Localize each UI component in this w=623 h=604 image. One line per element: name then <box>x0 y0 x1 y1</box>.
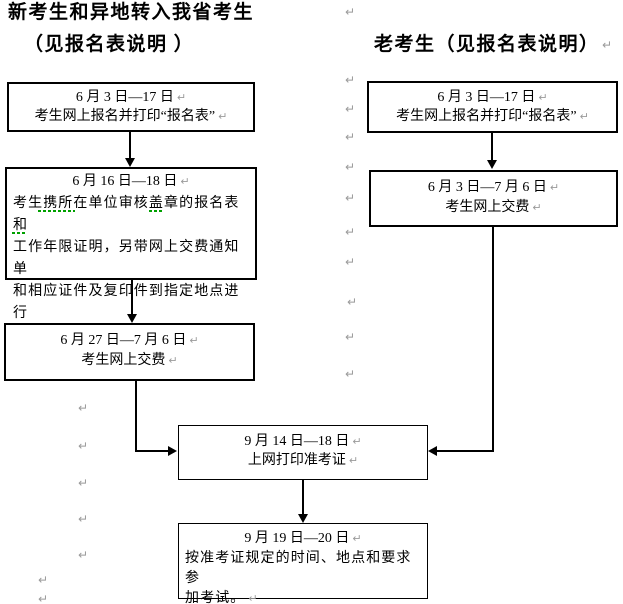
box-date-text: 6 月 16 日—18 日 <box>72 174 178 189</box>
flow-box-old-online-payment: 6 月 3 日—7 月 6 日↵ 考生网上交费↵ <box>369 170 618 227</box>
paragraph-mark: ↵ <box>345 330 356 344</box>
paragraph-mark: ↵ <box>78 512 89 526</box>
connector-left1-to-left2 <box>129 132 131 160</box>
box-date-text: 6 月 3 日—17 日 <box>75 90 174 105</box>
flow-box-new-online-registration: 6 月 3 日—17 日↵ 考生网上报名并打印“报名表”↵ <box>7 82 255 132</box>
paragraph-mark: ↵ <box>345 225 356 239</box>
spellcheck-squiggle <box>12 232 25 234</box>
paragraph-mark: ↵ <box>78 401 89 415</box>
box-date-text: 6 月 3 日—17 日 <box>437 90 536 105</box>
paragraph-mark: ↵ <box>176 91 187 104</box>
box-date-text: 6 月 27 日—7 月 6 日 <box>60 333 187 348</box>
box-body-line: 按准考证规定的时间、地点和要求参 加考试。↵ <box>179 549 427 604</box>
box-date-line: 6 月 3 日—7 月 6 日↵ <box>371 178 616 198</box>
box-date-line: 9 月 19 日—20 日↵ <box>179 529 427 549</box>
paragraph-mark: ↵ <box>218 110 228 123</box>
connector-mid1-to-mid2 <box>302 480 304 515</box>
arrowhead-down-icon <box>298 514 308 523</box>
box-date-text: 9 月 19 日—20 日 <box>244 531 350 546</box>
paragraph-mark: ↵ <box>345 102 356 116</box>
box-date-line: 9 月 14 日—18 日↵ <box>179 432 427 451</box>
paragraph-mark: ↵ <box>345 160 356 174</box>
paragraph-mark: ↵ <box>348 454 359 467</box>
box-date-line: 6 月 3 日—17 日↵ <box>369 88 616 107</box>
paragraph-mark: ↵ <box>38 592 49 604</box>
title-old-candidates-text: 老考生（见报名表说明） <box>374 34 600 55</box>
box-action-line: 考生网上交费↵ <box>6 351 253 371</box>
paragraph-mark: ↵ <box>538 91 548 104</box>
spellcheck-squiggle <box>38 210 75 212</box>
paragraph-mark: ↵ <box>345 73 356 87</box>
box-date-text: 9 月 14 日—18 日 <box>244 434 350 449</box>
paragraph-mark: ↵ <box>180 175 190 188</box>
box-action-line: 考生网上交费↵ <box>371 198 616 218</box>
paragraph-mark: ↵ <box>345 255 356 269</box>
paragraph-mark: ↵ <box>248 592 258 604</box>
flow-box-print-admission-ticket: 9 月 14 日—18 日↵ 上网打印准考证↵ <box>178 425 428 480</box>
connector-right2-to-mid1 <box>437 450 494 452</box>
paragraph-mark: ↵ <box>532 201 542 214</box>
title-old-candidates: 老考生（见报名表说明） <box>374 34 600 56</box>
box-action-line: 上网打印准考证↵ <box>179 451 427 470</box>
paragraph-mark: ↵ <box>168 354 178 367</box>
arrowhead-down-icon <box>127 314 137 323</box>
title-new-candidates-line1: 新考生和异地转入我省考生 <box>8 2 255 23</box>
connector-left3-to-mid1 <box>135 450 168 452</box>
box-action-text: 考生网上交费 <box>445 200 530 215</box>
arrowhead-down-icon <box>125 158 135 167</box>
paragraph-mark: ↵ <box>78 548 89 562</box>
box-date-text: 6 月 3 日—7 月 6 日 <box>427 180 547 195</box>
paragraph-mark: ↵ <box>352 435 362 448</box>
box-action-line: 考生网上报名并打印“报名表”↵ <box>9 107 253 126</box>
paragraph-mark: ↵ <box>345 5 356 19</box>
box-date-line: 6 月 27 日—7 月 6 日↵ <box>6 331 253 351</box>
paragraph-mark: ↵ <box>189 334 199 347</box>
box-body-text: 按准考证规定的时间、地点和要求参 加考试。 <box>185 551 412 604</box>
paragraph-mark: ↵ <box>78 476 89 490</box>
connector-right2-down <box>492 227 494 452</box>
connector-right1-to-right2 <box>491 133 493 161</box>
spellcheck-squiggle <box>149 210 164 212</box>
box-action-text: 考生网上交费 <box>81 353 166 368</box>
title-new-candidates-line2: （见报名表说明 ） <box>24 34 195 55</box>
paragraph-mark: ↵ <box>549 181 560 194</box>
paragraph-mark: ↵ <box>345 130 356 144</box>
paragraph-mark: ↵ <box>347 295 358 309</box>
flow-box-onsite-review: 6 月 16 日—18 日↵ 考生携所在单位审核盖章的报名表和 工作年限证明，另… <box>5 167 257 343</box>
flow-box-new-online-payment: 6 月 27 日—7 月 6 日↵ 考生网上交费↵ <box>4 323 255 381</box>
box-action-text: 上网打印准考证 <box>247 453 346 468</box>
flow-box-old-online-registration: 6 月 3 日—17 日↵ 考生网上报名并打印“报名表”↵ <box>367 81 618 133</box>
connector-left2-to-left3 <box>131 280 133 315</box>
paragraph-mark: ↵ <box>352 532 362 545</box>
paragraph-mark: ↵ <box>579 110 589 123</box>
connector-left3-down <box>135 381 137 452</box>
box-action-text: 考生网上报名并打印“报名表” <box>34 109 216 124</box>
paragraph-mark: ↵ <box>345 191 356 205</box>
arrowhead-down-icon <box>487 160 497 169</box>
arrowhead-right-icon <box>168 446 177 456</box>
arrowhead-left-icon <box>428 446 437 456</box>
paragraph-mark: ↵ <box>602 38 613 52</box>
box-date-line: 6 月 16 日—18 日↵ <box>7 171 255 193</box>
paragraph-mark: ↵ <box>345 367 356 381</box>
box-action-line: 考生网上报名并打印“报名表”↵ <box>369 107 616 126</box>
box-date-line: 6 月 3 日—17 日↵ <box>9 88 253 107</box>
paragraph-mark: ↵ <box>78 439 89 453</box>
box-action-text: 考生网上报名并打印“报名表” <box>396 109 577 124</box>
paragraph-mark: ↵ <box>38 573 49 587</box>
flow-box-take-exam: 9 月 19 日—20 日↵ 按准考证规定的时间、地点和要求参 加考试。↵ <box>178 523 428 604</box>
